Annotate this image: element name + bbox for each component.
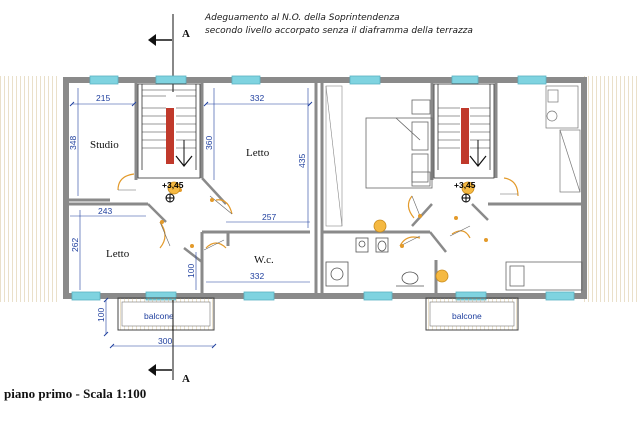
bathroom-fixtures	[325, 237, 424, 287]
drawing-caption: piano primo - Scala 1:100	[4, 386, 146, 401]
dim-243: 243	[98, 206, 112, 216]
room-label-letto-top: Letto	[246, 147, 270, 159]
room-label-studio: Studio	[90, 139, 119, 151]
door-hinge-dots	[160, 188, 488, 248]
outer-walls	[63, 77, 587, 299]
single-bed	[505, 261, 583, 291]
dim-332-bottom: 332	[250, 271, 264, 281]
balcony-left: balcone	[117, 297, 215, 331]
balcony-label-left: balcone	[144, 311, 174, 321]
level-label-left: +3,45	[162, 180, 184, 190]
dim-332-top: 332	[250, 93, 264, 103]
dim-262: 262	[70, 238, 80, 252]
note-line-2: secondo livello accorpato senza il diafr…	[205, 26, 473, 36]
dim-100-balcony: 100	[96, 308, 106, 322]
room-label-wc: W.c.	[254, 254, 274, 266]
balcony-label-right: balcone	[452, 311, 482, 321]
double-bed	[365, 99, 433, 189]
terrace-left	[0, 76, 58, 302]
terrace-right	[584, 76, 640, 302]
dimension-lines	[70, 88, 310, 347]
interior-walls	[66, 82, 584, 296]
wardrobe	[325, 85, 343, 227]
light-fixtures	[167, 181, 475, 283]
section-label-bottom: A	[182, 373, 190, 385]
dimension-ticks	[69, 101, 313, 349]
dim-360: 360	[204, 136, 214, 150]
level-mark-left: +3,45	[162, 180, 184, 203]
balcony-right: balcone	[425, 297, 519, 331]
dim-435: 435	[297, 154, 307, 168]
corridor-walls	[147, 177, 489, 263]
staircase-right	[433, 83, 495, 179]
level-label-right: +3,45	[454, 180, 476, 190]
dim-348: 348	[68, 136, 78, 150]
level-mark-right: +3,45	[454, 180, 476, 203]
staircase-left	[137, 83, 201, 179]
dim-300: 300	[158, 336, 172, 346]
room-label-letto-bottom: Letto	[106, 248, 130, 260]
doors	[117, 173, 519, 251]
section-label-top: A	[182, 28, 190, 40]
dim-100-wall: 100	[186, 264, 196, 278]
desk-right	[545, 85, 581, 193]
section-marker-bottom: A	[148, 300, 190, 385]
note-line-1: Adeguamento al N.O. della Soprintendenza	[204, 13, 400, 23]
dim-257: 257	[262, 212, 276, 222]
dim-215: 215	[96, 93, 110, 103]
